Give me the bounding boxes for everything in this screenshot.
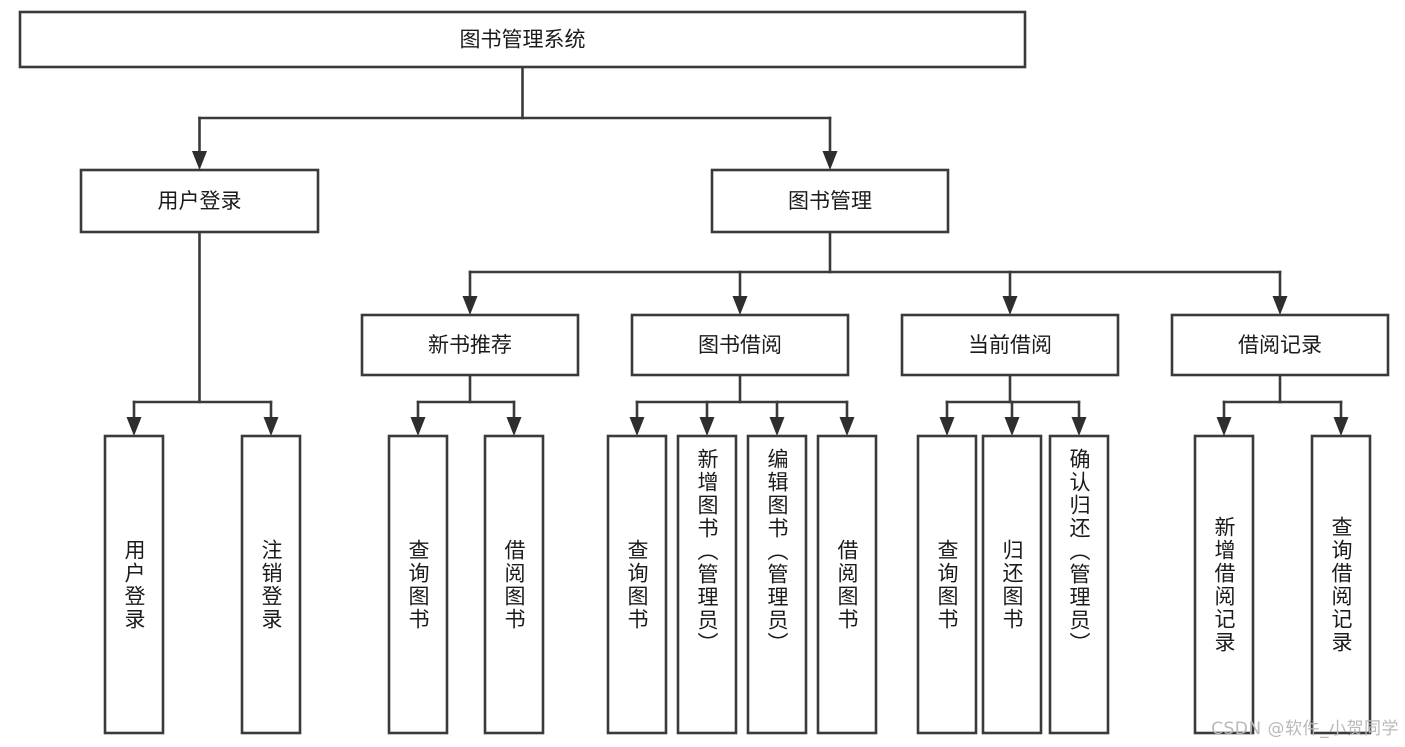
arrow-to-leaf-user-login	[126, 417, 142, 436]
arrow-to-leaf-confirm-return	[1071, 417, 1087, 436]
book-manage-box[interactable]	[710, 168, 950, 234]
book-borrow-box[interactable]	[630, 313, 850, 377]
arrow-to-borrow-record	[1272, 296, 1288, 315]
arrow-to-leaf-add-borrow-record	[1216, 417, 1232, 436]
arrow-to-leaf-add-book	[699, 417, 715, 436]
current-borrow-label: 当前借阅	[968, 333, 1052, 357]
leaf-add-borrow-record-box[interactable]	[1193, 434, 1255, 735]
watermark-text: CSDN @软件_小贺同学	[1211, 719, 1399, 739]
leaf-edit-book-box[interactable]	[746, 434, 808, 735]
arrow-to-current-borrow	[1002, 296, 1018, 315]
root-node-box[interactable]	[18, 10, 1027, 69]
leaf-borrow-book-1-box[interactable]	[483, 434, 545, 735]
arrow-to-leaf-borrow-book-2	[839, 417, 855, 436]
leaf-return-book-box[interactable]	[981, 434, 1043, 735]
arrow-to-leaf-query-book-1	[410, 417, 426, 436]
leaf-user-login-box[interactable]	[103, 434, 165, 735]
arrow-to-leaf-logout-login	[263, 417, 279, 436]
arrow-to-leaf-query-book-3	[939, 417, 955, 436]
current-borrow-box[interactable]	[900, 313, 1120, 377]
root-node-label: 图书管理系统	[460, 28, 586, 52]
leaf-query-book-1-box[interactable]	[387, 434, 449, 735]
leaf-confirm-return-box[interactable]	[1048, 434, 1110, 735]
book-borrow-label: 图书借阅	[698, 333, 782, 357]
arrow-to-user-login	[192, 151, 207, 170]
arrow-to-leaf-return-book	[1004, 417, 1020, 436]
new-book-recommend-box[interactable]	[360, 313, 580, 377]
arrow-to-book-borrow	[732, 296, 748, 315]
user-login-label: 用户登录	[158, 189, 242, 213]
book-manage-label: 图书管理	[788, 189, 872, 213]
arrow-to-leaf-borrow-book-1	[506, 417, 522, 436]
arrow-to-new-book-recommend	[462, 296, 478, 315]
arrow-to-book-manage	[822, 151, 838, 170]
leaf-query-borrow-record-box[interactable]	[1310, 434, 1372, 735]
user-login-box[interactable]	[79, 168, 320, 234]
connector-lines	[126, 65, 1349, 436]
new-book-recommend-label: 新书推荐	[428, 333, 512, 357]
borrow-record-box[interactable]	[1170, 313, 1390, 377]
arrow-to-leaf-edit-book	[769, 417, 785, 436]
leaf-borrow-book-2-box[interactable]	[816, 434, 878, 735]
borrow-record-label: 借阅记录	[1238, 333, 1322, 357]
leaf-query-book-2-box[interactable]	[606, 434, 668, 735]
leaf-logout-login-box[interactable]	[240, 434, 302, 735]
arrow-to-leaf-query-borrow-record	[1333, 417, 1349, 436]
arrow-to-leaf-query-book-2	[629, 417, 645, 436]
node-boxes	[18, 10, 1390, 735]
leaf-add-book-box[interactable]	[676, 434, 738, 735]
leaf-query-book-3-box[interactable]	[916, 434, 978, 735]
